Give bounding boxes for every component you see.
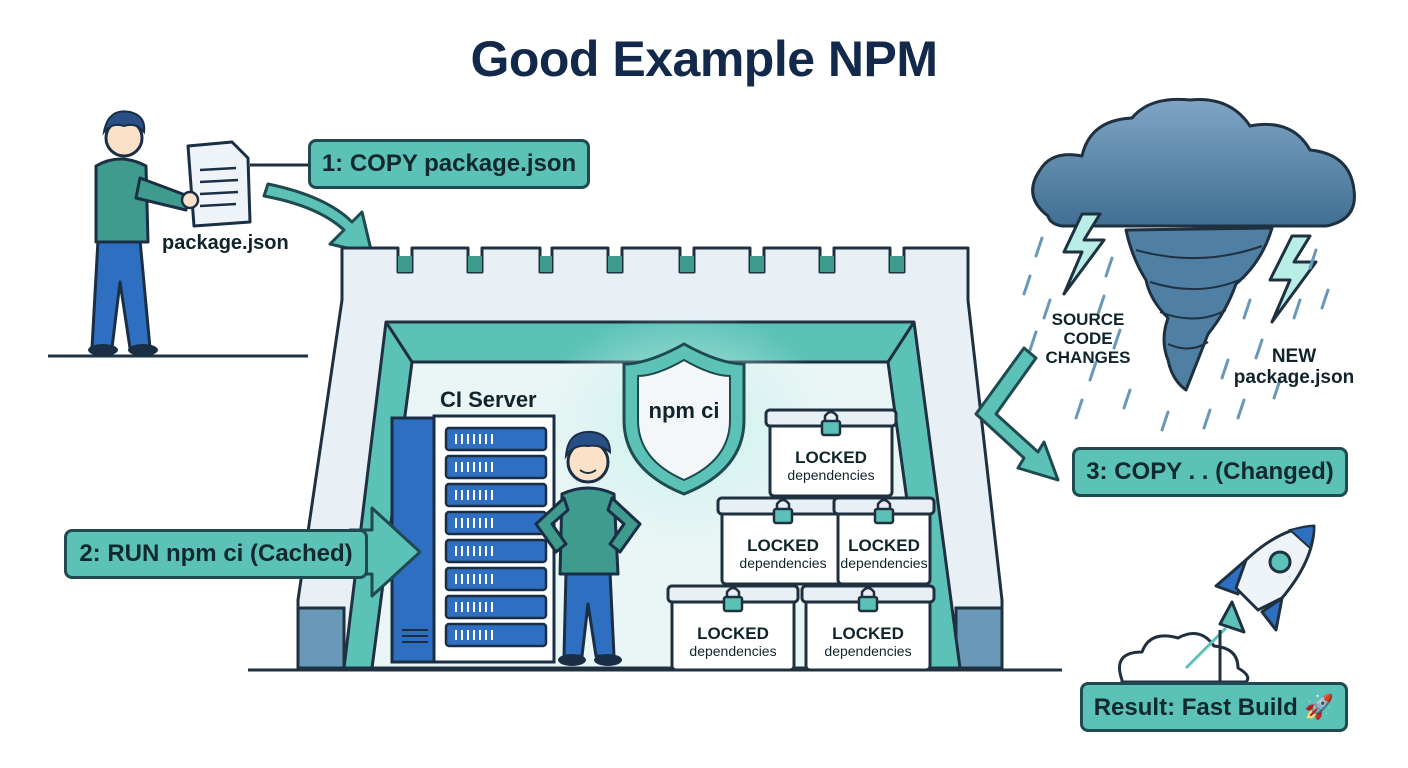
- new-package-json-label: NEW package.json: [1224, 346, 1364, 388]
- rain-drop: [1112, 328, 1122, 350]
- rain-drop: [1308, 248, 1318, 270]
- rack-unit: [444, 622, 548, 648]
- padlock-icon: [873, 498, 895, 525]
- shield-label: npm ci: [648, 398, 720, 423]
- locked-box-subtitle: dependencies: [787, 467, 875, 483]
- source-line-2: CODE: [1063, 329, 1113, 348]
- new-line-2: package.json: [1233, 367, 1355, 388]
- rack-unit: [444, 482, 548, 508]
- result-label: Result: Fast Build 🚀: [1080, 682, 1348, 732]
- padlock-icon: [857, 586, 879, 613]
- rain-drop: [1096, 294, 1106, 316]
- step-2-label: 2: RUN npm ci (Cached): [64, 529, 368, 579]
- locked-box-title: LOCKED: [848, 536, 920, 555]
- rack-unit: [444, 454, 548, 480]
- rain-drop: [1236, 398, 1246, 420]
- locked-box-subtitle: dependencies: [689, 643, 777, 659]
- padlock-icon: [772, 498, 794, 525]
- rain-drop: [1292, 298, 1302, 320]
- tornado-icon: [1124, 226, 1274, 392]
- locked-dependency-box: [764, 408, 898, 498]
- rain-drop: [1160, 410, 1170, 432]
- locked-box-title: LOCKED: [747, 536, 819, 555]
- diagram-title: Good Example NPM: [470, 31, 938, 87]
- step-3-label: 3: COPY . . (Changed): [1072, 447, 1348, 497]
- rain-drop: [1122, 388, 1132, 410]
- rain-drop: [1042, 298, 1052, 320]
- rack-unit: [444, 426, 548, 452]
- rack-unit: [444, 510, 548, 536]
- source-line-3: CHANGES: [1045, 348, 1131, 367]
- rain-drop: [1254, 338, 1264, 360]
- locked-box-title: LOCKED: [832, 624, 904, 643]
- rain-drop: [1022, 274, 1032, 296]
- rain-drops: [1022, 236, 1330, 432]
- arrow-into-fortress: [262, 182, 374, 256]
- rack-unit: [444, 594, 548, 620]
- rain-drop: [1074, 398, 1084, 420]
- source-code-changes-label: SOURCE CODE CHANGES: [1038, 310, 1138, 367]
- locked-box-subtitle: dependencies: [840, 555, 928, 571]
- document-label: package.json: [162, 232, 289, 254]
- rain-drop: [1242, 298, 1252, 320]
- rocket-icon: [1118, 524, 1316, 684]
- rain-drop: [1088, 360, 1098, 382]
- padlock-icon: [722, 586, 744, 613]
- npm-ci-shield-icon: [622, 342, 746, 496]
- rain-drop: [1320, 288, 1330, 310]
- new-line-1: NEW: [1271, 346, 1317, 367]
- locked-box-title: LOCKED: [697, 624, 769, 643]
- ci-operator-figure: [534, 430, 642, 666]
- storm-cloud-icon: [1031, 97, 1356, 228]
- rain-drop: [1104, 256, 1114, 278]
- lightning-icon: [1062, 212, 1318, 324]
- rain-drop: [1034, 236, 1044, 258]
- locked-box-subtitle: dependencies: [824, 643, 912, 659]
- locked-dependency-box: [832, 496, 936, 586]
- padlock-icon: [820, 410, 842, 437]
- rain-drop: [1202, 408, 1212, 430]
- rack-unit: [444, 566, 548, 592]
- rain-drop: [1028, 330, 1038, 352]
- arrow-step3: [974, 346, 1060, 482]
- rack-unit: [444, 538, 548, 564]
- locked-dependency-box: [666, 584, 800, 672]
- locked-box-title: LOCKED: [795, 448, 867, 467]
- rain-drop: [1220, 358, 1230, 380]
- rain-drop: [1272, 378, 1282, 400]
- step-1-label: 1: COPY package.json: [308, 139, 590, 189]
- locked-box-subtitle: dependencies: [739, 555, 827, 571]
- ci-server-label: CI Server: [440, 387, 537, 412]
- source-line-1: SOURCE: [1051, 310, 1125, 329]
- locked-dependency-box: [800, 584, 936, 672]
- developer-figure: [48, 110, 308, 358]
